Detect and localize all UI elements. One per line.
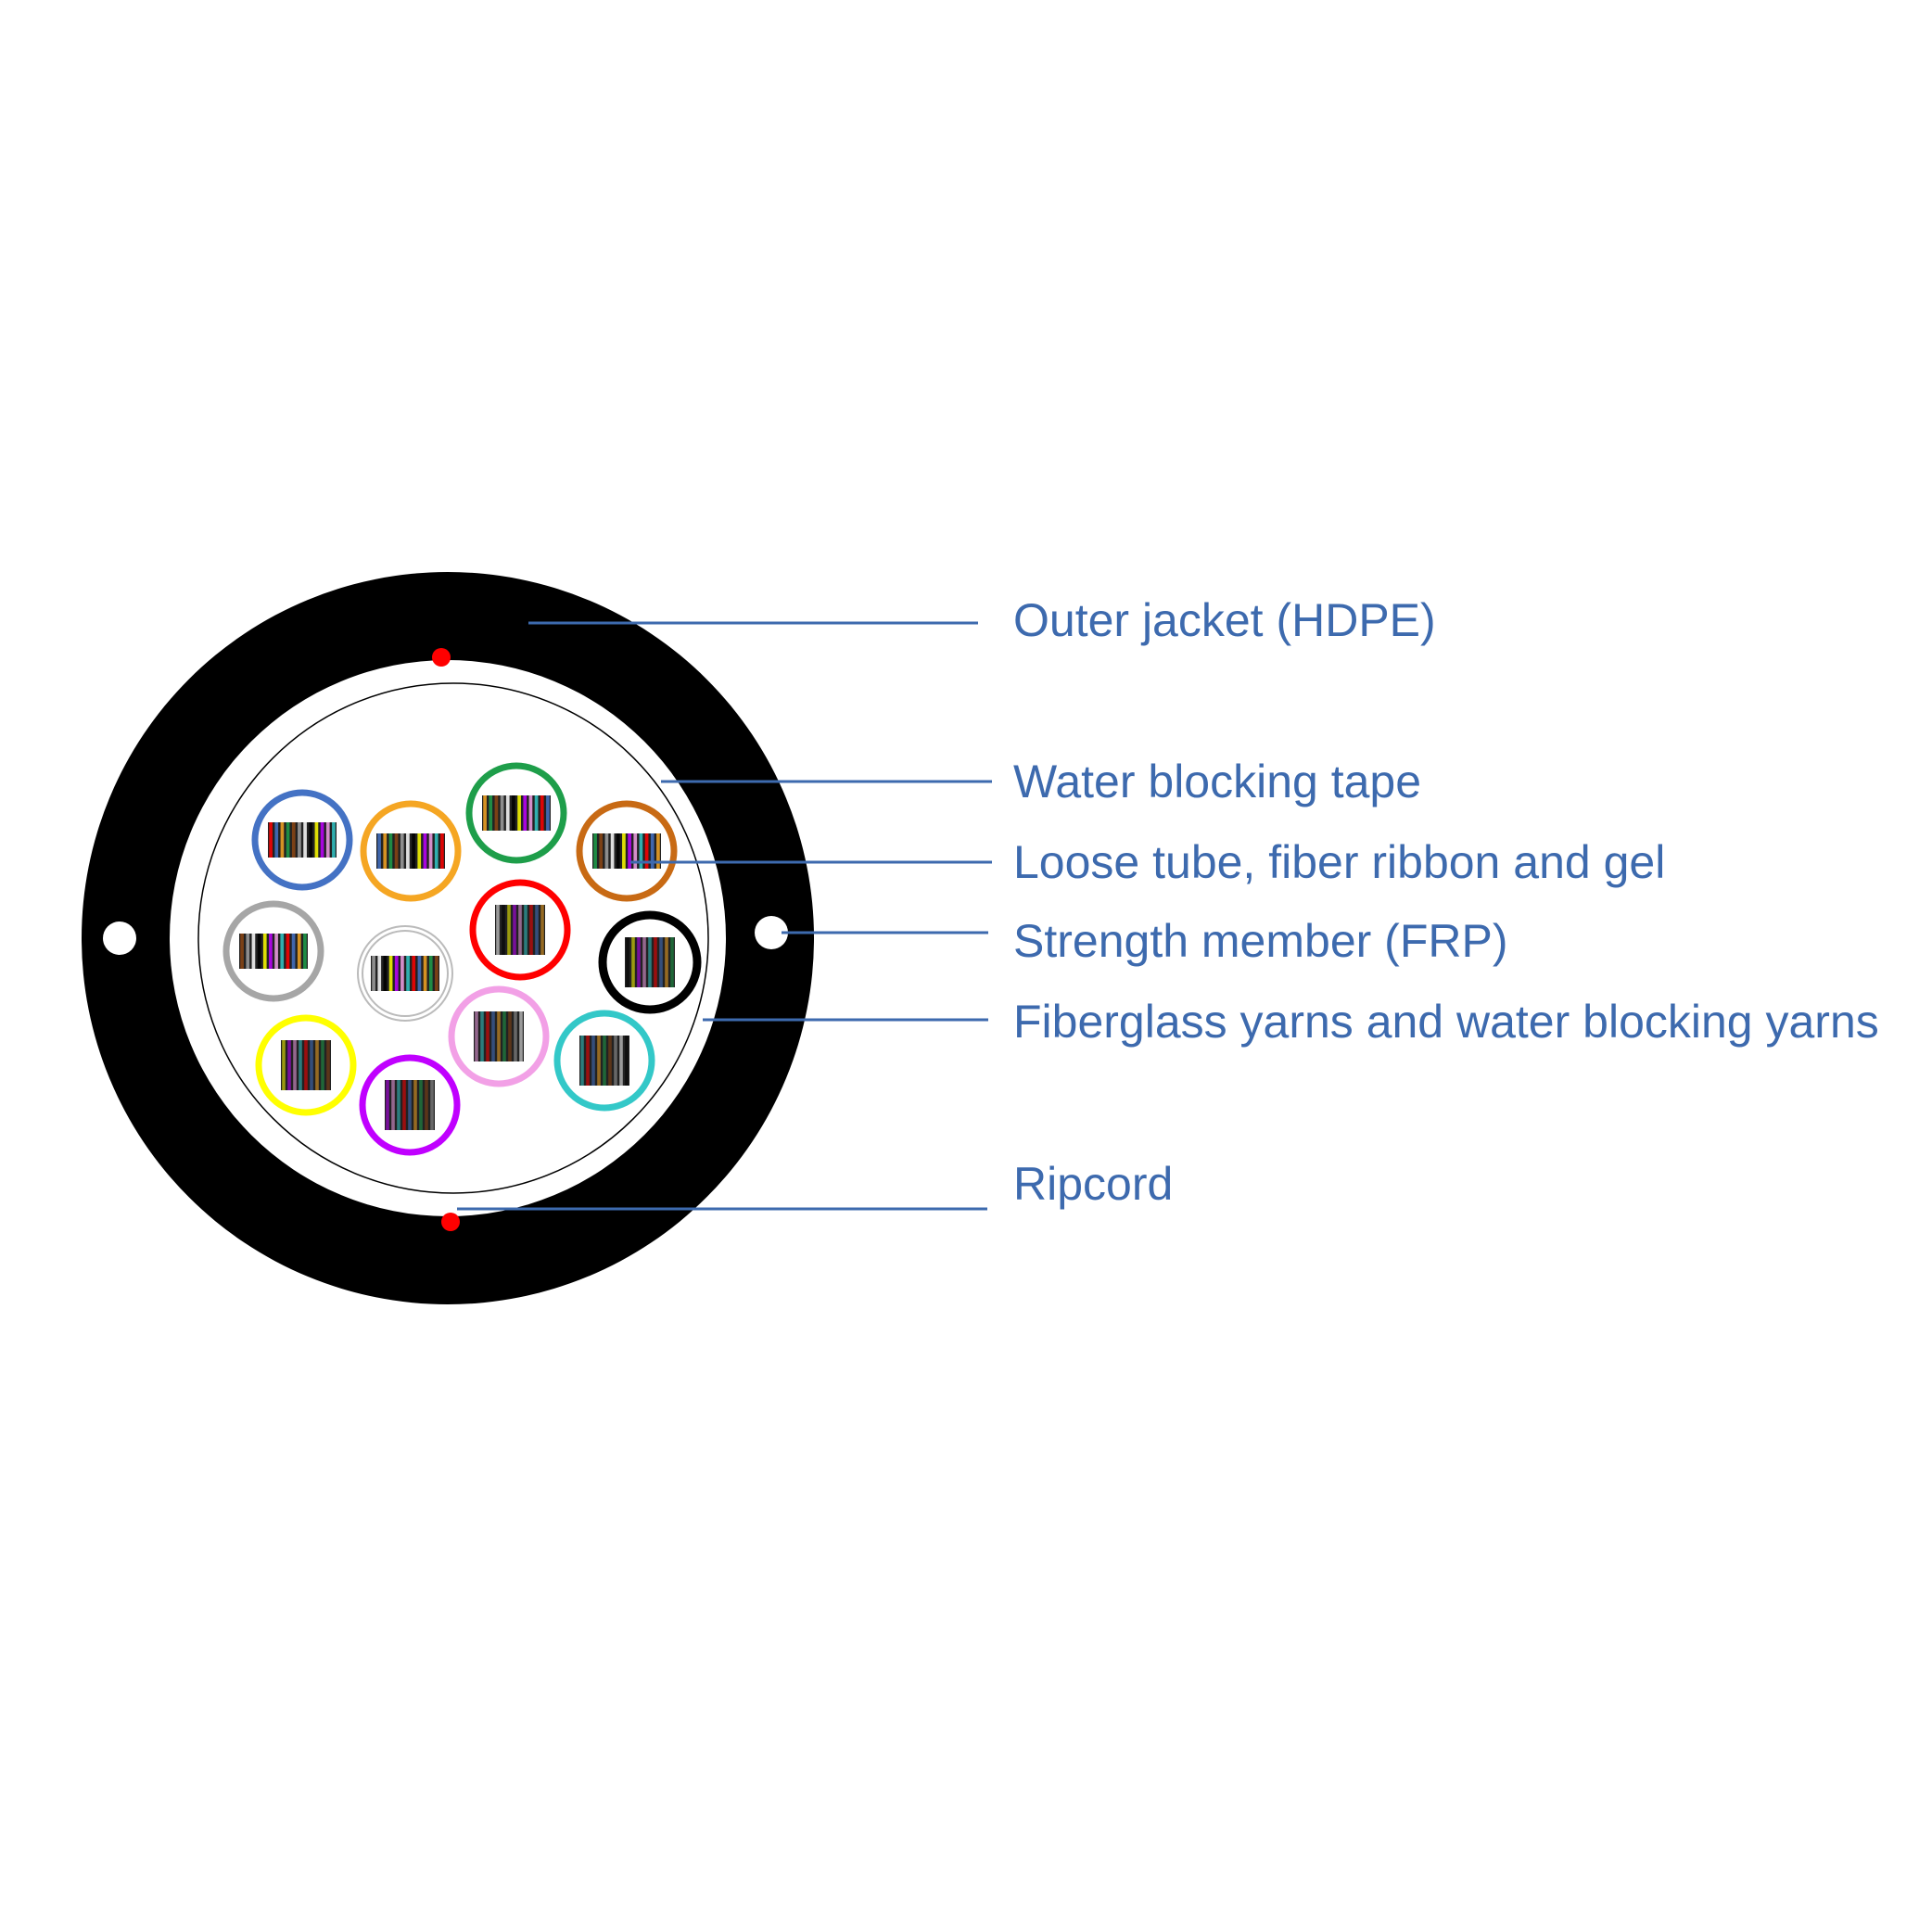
fiber-ribbon-stack <box>482 795 551 831</box>
fiber-ribbon-stack <box>268 822 337 858</box>
loose-tubes <box>222 762 702 1156</box>
loose-tube-aqua <box>553 1010 655 1112</box>
callout-labels: Outer jacket (HDPE) Water blocking tape … <box>1013 594 1879 1210</box>
loose-tube-brown <box>576 800 678 902</box>
water-blocking-tape <box>197 682 709 1194</box>
loose-tube-red <box>469 879 571 981</box>
strength-member-left <box>103 922 136 955</box>
fiber-ribbon-stack <box>385 1080 435 1130</box>
label-yarns: Fiberglass yarns and water blocking yarn… <box>1013 996 1879 1048</box>
loose-tube-rose <box>448 985 550 1087</box>
label-loose-tube: Loose tube, fiber ribbon and gel <box>1013 836 1665 888</box>
label-outer-jacket: Outer jacket (HDPE) <box>1013 594 1436 646</box>
fiber-ribbon-stack <box>376 833 445 869</box>
loose-tube-orange <box>360 800 462 902</box>
label-water-blocking-tape: Water blocking tape <box>1013 756 1421 807</box>
loose-tube-yellow <box>255 1014 357 1116</box>
loose-tube-black <box>598 910 702 1014</box>
fiber-ribbon-stack <box>474 1011 524 1061</box>
ripcord-bottom <box>441 1213 460 1231</box>
label-strength-member: Strength member (FRP) <box>1013 915 1507 967</box>
fiber-ribbon-stack <box>625 937 675 987</box>
loose-tube-gray <box>222 900 324 1002</box>
ripcord-top <box>432 648 451 667</box>
fiber-ribbon-stack <box>281 1040 331 1090</box>
loose-tube-green <box>465 762 567 864</box>
loose-tube-violet <box>359 1054 461 1156</box>
fiber-ribbon-stack <box>579 1036 629 1086</box>
loose-tube-white <box>357 925 453 1022</box>
fiber-ribbon-stack <box>495 905 545 955</box>
fiber-ribbon-stack <box>239 934 308 969</box>
label-ripcord: Ripcord <box>1013 1158 1173 1210</box>
loose-tube-blue <box>251 789 353 891</box>
fiber-ribbon-stack <box>371 956 439 991</box>
leader-lines <box>457 621 992 1211</box>
cable-cross-section <box>82 572 814 1304</box>
strength-member-right <box>755 916 788 949</box>
tube-ring-inner-white <box>362 930 449 1017</box>
